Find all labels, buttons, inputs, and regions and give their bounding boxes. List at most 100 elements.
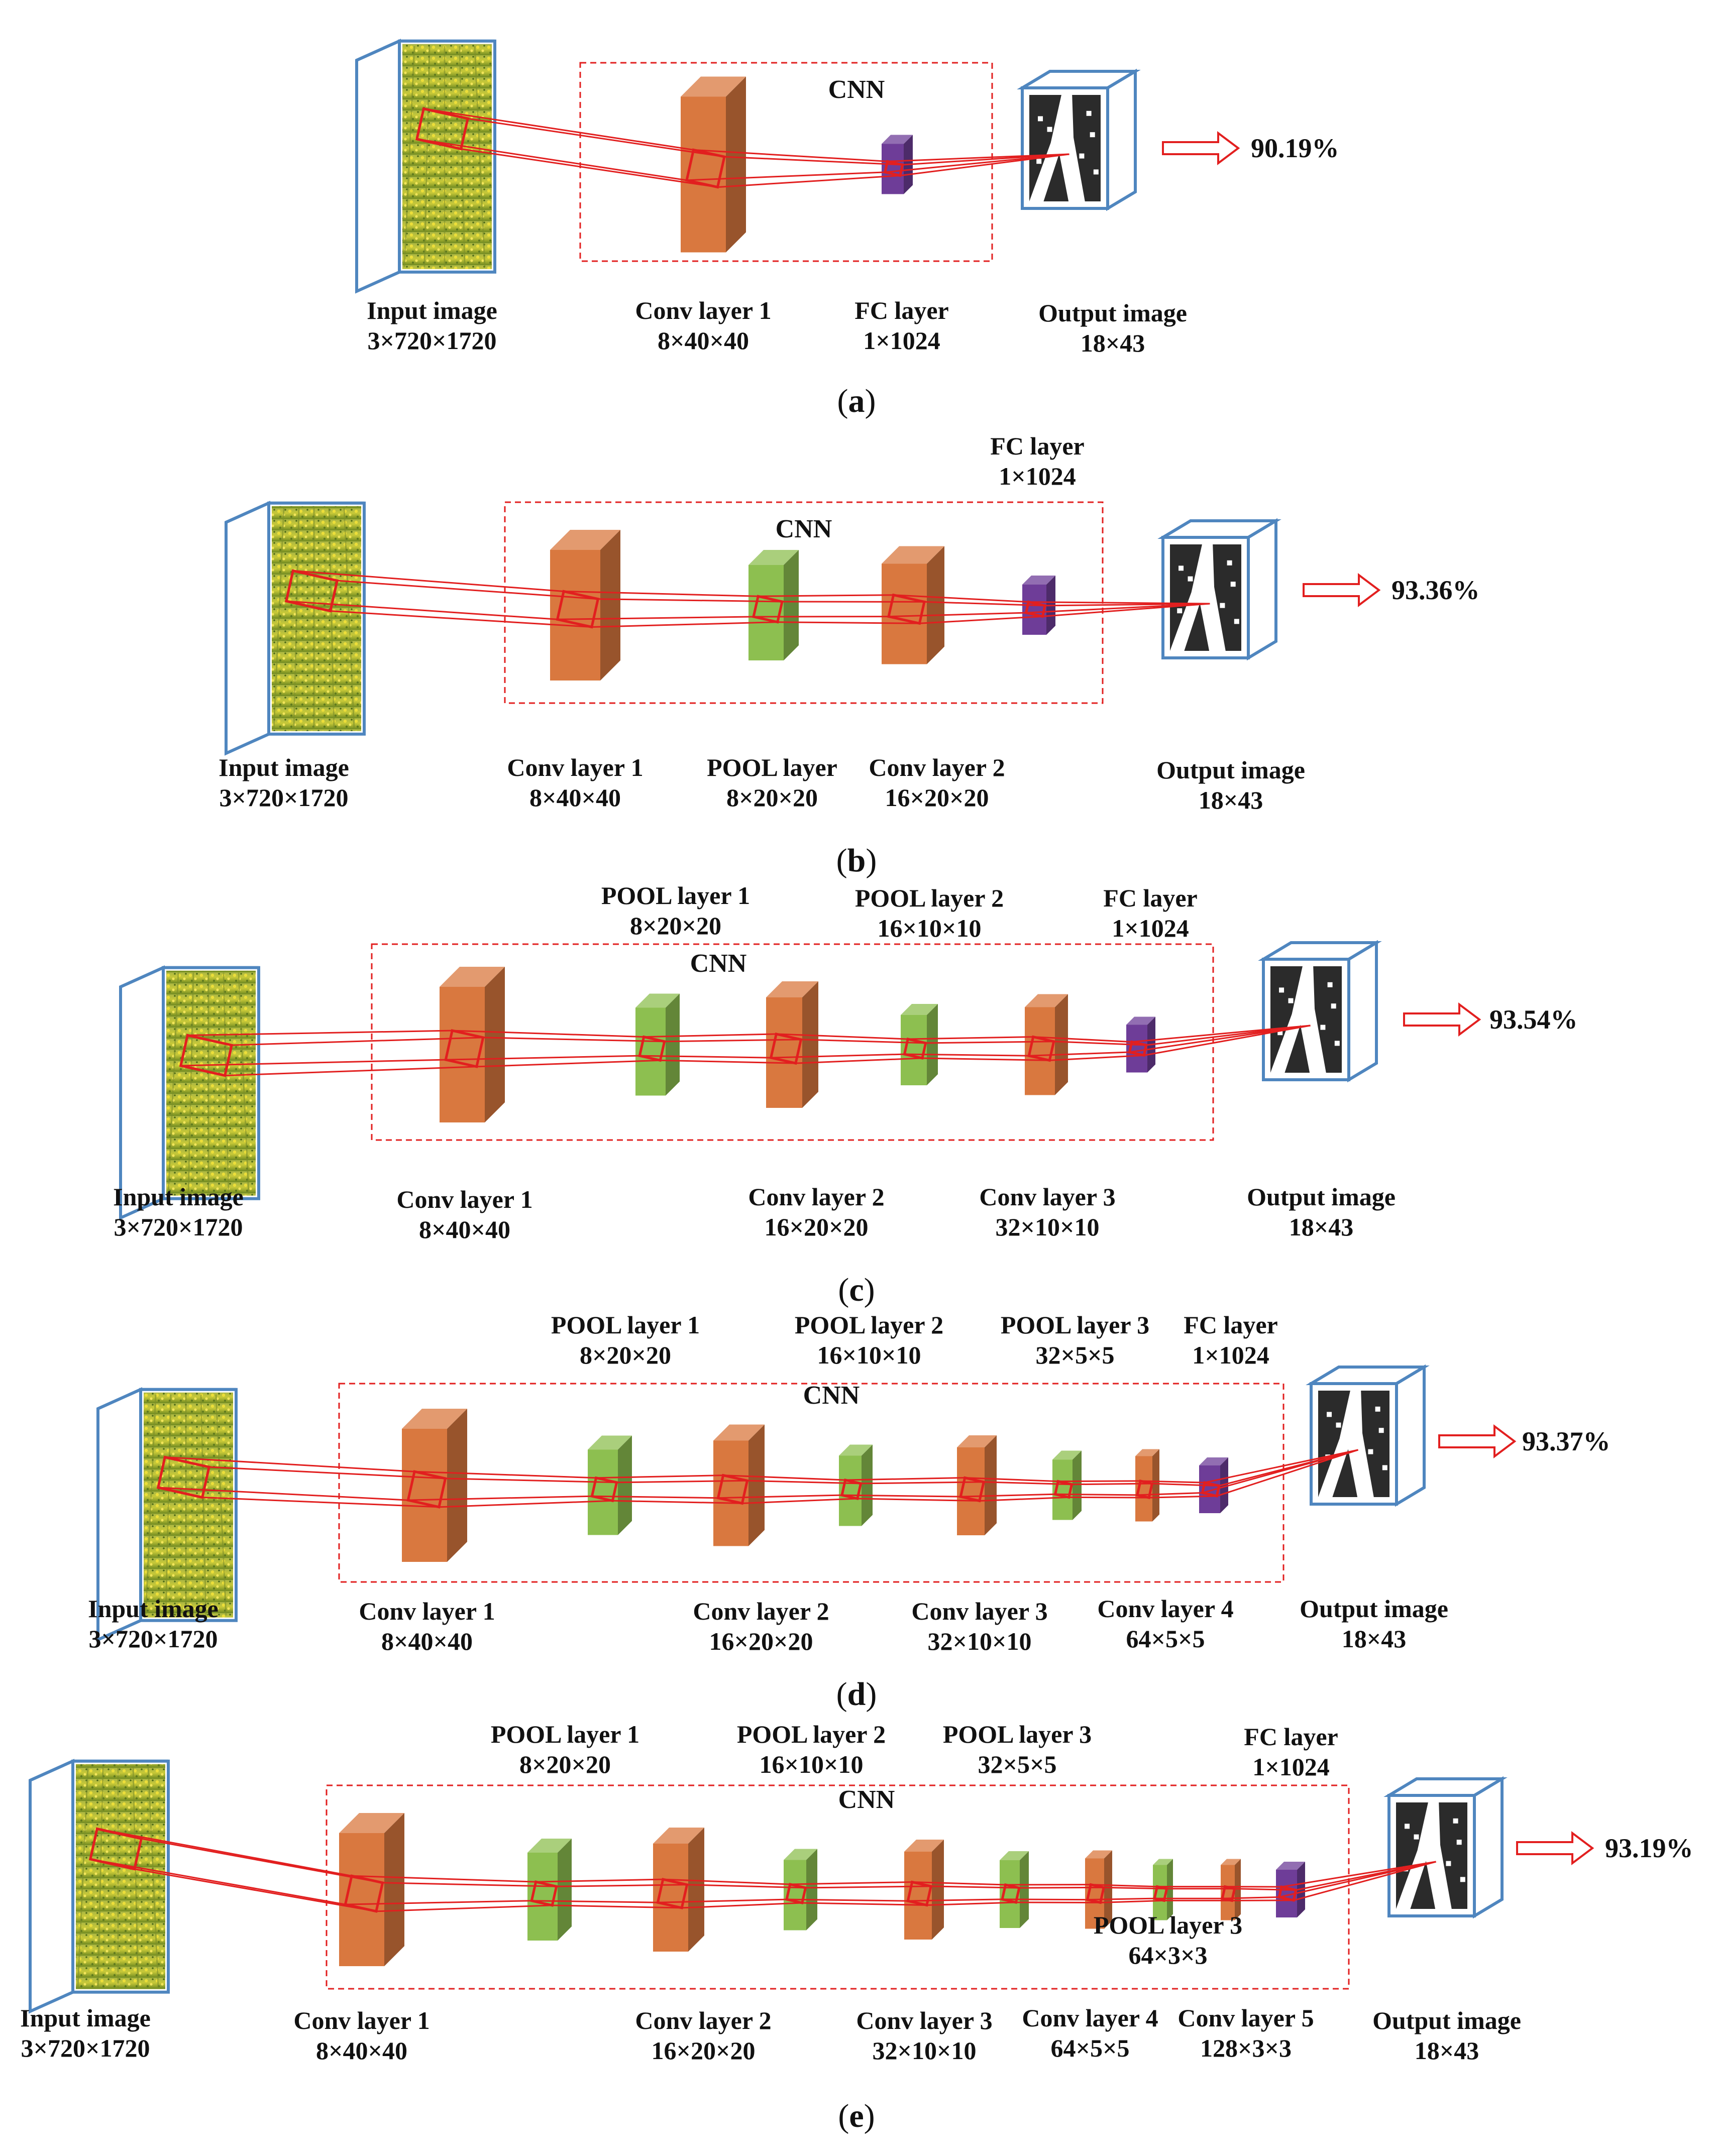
panel-d-connection-line: [965, 1477, 1058, 1483]
panel-e-connection-line: [1002, 1898, 1088, 1901]
panel-e-label-dims-1: 8×20×20: [519, 1750, 611, 1778]
panel-e-label-dims-7: 8×40×40: [316, 2036, 407, 2065]
panel-b-cnn-label: CNN: [776, 515, 832, 543]
panel-d-result-arrow: [1438, 1424, 1517, 1458]
panel-d-connection-line: [841, 1494, 961, 1498]
panel-d-connection-line: [414, 1470, 596, 1479]
panel-b-label-dims-3: 8×20×20: [726, 783, 818, 812]
panel-d-output-image-segment: [1318, 1391, 1374, 1497]
panel-c-connection-line: [1131, 1025, 1311, 1043]
panel-d-conv-block-3-top: [713, 1424, 765, 1441]
panel-c-caption: (c): [838, 1272, 875, 1308]
panel-e-connection-line: [352, 1875, 536, 1883]
panel-e-result-arrow-shape: [1516, 1831, 1594, 1865]
panel-c-label-dims-4: 3×720×1720: [114, 1213, 243, 1241]
panel-d-output-image-speck: [1382, 1465, 1387, 1470]
panel-e-label-dims-11: 128×3×3: [1200, 2034, 1292, 2062]
panel-d-input-image-row: [215, 1394, 227, 1616]
panel-a-input-image-row: [403, 46, 415, 267]
panel-c-connection-line: [639, 1055, 771, 1059]
panel-a-cnn-box: [579, 62, 993, 262]
panel-d-output-image-side: [1395, 1364, 1426, 1507]
panel-b-connection-line: [293, 570, 564, 592]
panel-b-connection-line: [758, 594, 894, 597]
panel-d-connection-line: [1216, 1449, 1358, 1497]
panel-e-conv-block-9-side: [1235, 1859, 1241, 1920]
panel-b-connection-line: [919, 615, 1043, 624]
panel-c-label-name-2: POOL layer 2: [855, 884, 1004, 912]
panel-e-connection-line: [1091, 1884, 1157, 1888]
panel-d-connection-line: [747, 1480, 861, 1485]
panel-e-input-image-row: [97, 1766, 104, 1987]
panel-a-caption-letter: a: [848, 383, 865, 419]
panel-d-label-name-2: POOL layer 2: [795, 1311, 943, 1339]
panel-a-output-image-speck: [1090, 132, 1095, 138]
panel-c-conv-block-1-top: [440, 967, 505, 987]
panel-e-connection-line: [1281, 1861, 1436, 1888]
panel-c-caption-close: ): [864, 1272, 875, 1308]
panel-c-cnn-label: CNN: [690, 949, 747, 978]
panel-c-connection-line: [1146, 1025, 1311, 1046]
panel-c-label-dims-8: 18×43: [1289, 1213, 1354, 1241]
panel-e-fc-block-10-top: [1276, 1862, 1305, 1870]
panel-c-connection-line: [776, 1033, 908, 1040]
panel-d-label-dims-2: 16×10×10: [817, 1341, 921, 1369]
panel-b-input-image-row: [273, 508, 285, 729]
panel-b-input-image-row: [293, 508, 300, 729]
panel-e-conv-block-7-side: [1104, 1850, 1112, 1929]
panel-e-conv-block-5-top: [904, 1840, 944, 1852]
panel-b-pool-block-2-side: [784, 550, 799, 660]
panel-e-connection-line: [376, 1904, 553, 1912]
panel-e-connection-line: [1279, 1861, 1436, 1898]
panel-a-connection-line: [467, 118, 725, 158]
panel-e-connection-line: [134, 1868, 377, 1912]
panel-e-label-dims-10: 64×5×5: [1051, 2034, 1130, 2062]
panel-d-output-image-speck: [1375, 1406, 1380, 1412]
panel-e-accuracy: 93.19%: [1605, 1833, 1693, 1863]
panel-e-label-name-12: Output image: [1372, 2006, 1521, 2034]
panel-d-pool-block-4-side: [862, 1444, 873, 1526]
panel-e-connection-line: [908, 1898, 1003, 1902]
panel-e-connection-line: [90, 1858, 346, 1905]
panel-b-fc-block-4-top: [1022, 576, 1055, 585]
panel-d-fc-block-8-top: [1199, 1457, 1228, 1465]
panel-d-connection-line: [742, 1498, 858, 1504]
panel-c-connection-line: [1049, 1054, 1144, 1061]
panel-b-output-image-speck: [1230, 582, 1236, 587]
panel-e-label-name-5: POOL layer 3: [1094, 1911, 1242, 1939]
panel-c-output-image-speck: [1288, 998, 1294, 1003]
panel-a-connection-line: [423, 108, 694, 151]
panel-b-result-arrow-shape: [1303, 573, 1381, 607]
panel-c-output-image-speck: [1331, 1003, 1336, 1009]
panel-d-accuracy: 93.37%: [1522, 1426, 1611, 1456]
panel-e-connection-line: [97, 1828, 352, 1877]
panel-e-connection-line: [663, 1878, 790, 1885]
panel-c-input-image: [119, 965, 260, 1220]
panel-e-output-image-speck: [1456, 1840, 1462, 1845]
panel-e-input-image-row: [132, 1766, 139, 1987]
panel-a-connection-line: [724, 156, 903, 166]
panel-a-result-arrow-shape: [1162, 131, 1240, 165]
panel-c-fc-block-6-top: [1126, 1016, 1155, 1025]
panel-d-connection-line: [960, 1493, 1055, 1498]
panel-b-connection-line: [330, 610, 592, 628]
panel-e-connection-line: [687, 1884, 806, 1889]
panel-d-pool-block-2-top: [588, 1435, 632, 1450]
panel-d-output-image-speck: [1368, 1449, 1373, 1454]
panel-e-pool-block-8-side: [1167, 1859, 1173, 1920]
panel-e-connection-line: [382, 1882, 557, 1887]
panel-d-conv-block-1-side: [447, 1409, 467, 1562]
panel-e-label-name-7: Conv layer 1: [293, 2006, 430, 2034]
panel-b-label-dims-1: 3×720×1720: [220, 783, 349, 812]
panel-a-caption: (a): [837, 383, 876, 419]
panel-a-label-dims-1: 3×720×1720: [368, 326, 497, 355]
panel-e-connection-line: [931, 1885, 1019, 1889]
panel-d-conv-block-5-side: [985, 1435, 997, 1535]
panel-b-output-image-segment: [1170, 544, 1226, 651]
panel-b-connection-line: [564, 591, 759, 597]
panel-e-pool-block-4: [784, 1849, 817, 1931]
panel-b-input-image-side: [225, 501, 270, 756]
panel-b-accuracy: 93.36%: [1391, 575, 1480, 605]
panel-a-result-arrow: [1162, 131, 1240, 165]
panel-b-connection-line: [286, 600, 558, 620]
